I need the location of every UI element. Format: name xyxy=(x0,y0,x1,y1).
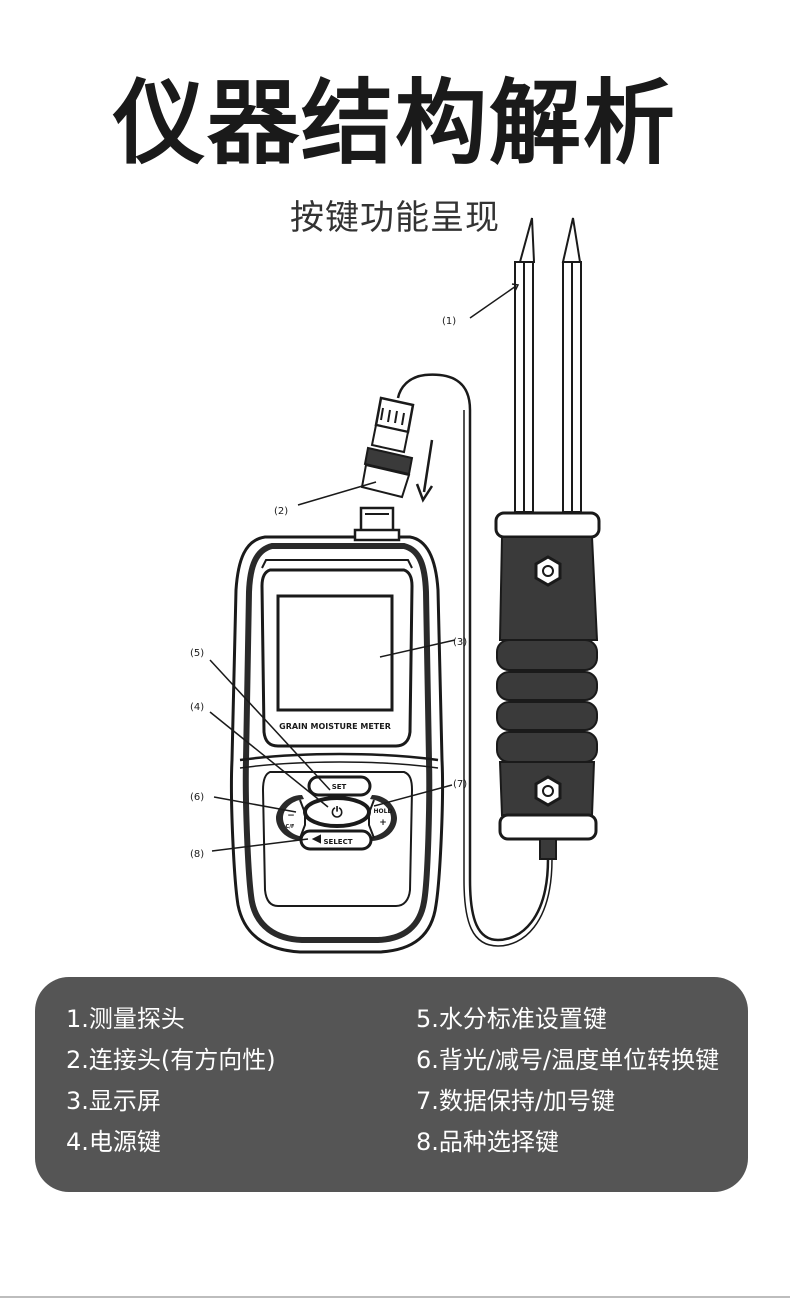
device-diagram: GRAIN MOISTURE METER SET ⏻ SELECT HOLD +… xyxy=(190,217,601,954)
legend-item: 1.测量探头 xyxy=(66,1005,185,1033)
callout-7: (7) xyxy=(453,779,467,790)
page-subtitle: 按键功能呈现 xyxy=(290,198,500,238)
callout-1: (1) xyxy=(442,316,456,327)
bottom-divider xyxy=(0,1296,790,1298)
legend-item: 6.背光/减号/温度单位转换键 xyxy=(416,1046,720,1074)
screen-label: GRAIN MOISTURE METER xyxy=(279,722,391,731)
callout-8: (8) xyxy=(190,849,204,860)
connector-plug xyxy=(360,396,434,503)
legend-item: 7.数据保持/加号键 xyxy=(416,1087,615,1115)
legend-item: 3.显示屏 xyxy=(66,1087,161,1115)
measuring-probe xyxy=(396,217,601,947)
callout-5: (5) xyxy=(190,648,204,659)
meter-body xyxy=(229,506,445,954)
legend-item: 5.水分标准设置键 xyxy=(416,1005,607,1033)
plus-label: + xyxy=(379,818,387,828)
cf-label: C/F xyxy=(286,824,295,830)
leader-lines xyxy=(209,283,520,852)
hold-button[interactable]: HOLD xyxy=(374,808,393,815)
callout-4: (4) xyxy=(190,702,204,713)
page-title: 仪器结构解析 xyxy=(112,70,677,177)
power-button[interactable]: ⏻ xyxy=(331,805,342,821)
select-button[interactable]: SELECT xyxy=(324,838,353,846)
legend-left-column: 1.测量探头 2.连接头(有方向性) 3.显示屏 4.电源键 xyxy=(66,999,276,1163)
callout-3: (3) xyxy=(453,637,467,648)
legend-right-column: 5.水分标准设置键 6.背光/减号/温度单位转换键 7.数据保持/加号键 8.品… xyxy=(416,999,719,1163)
callout-6: (6) xyxy=(190,792,204,803)
legend-item: 8.品种选择键 xyxy=(416,1128,559,1156)
callout-2: (2) xyxy=(274,506,288,517)
legend-item: 2.连接头(有方向性) xyxy=(66,1046,276,1074)
minus-label: − xyxy=(287,811,295,821)
legend-panel: 1.测量探头 2.连接头(有方向性) 3.显示屏 4.电源键 5.水分标准设置键… xyxy=(35,977,748,1192)
set-button[interactable]: SET xyxy=(332,783,347,791)
legend-item: 4.电源键 xyxy=(66,1128,161,1156)
